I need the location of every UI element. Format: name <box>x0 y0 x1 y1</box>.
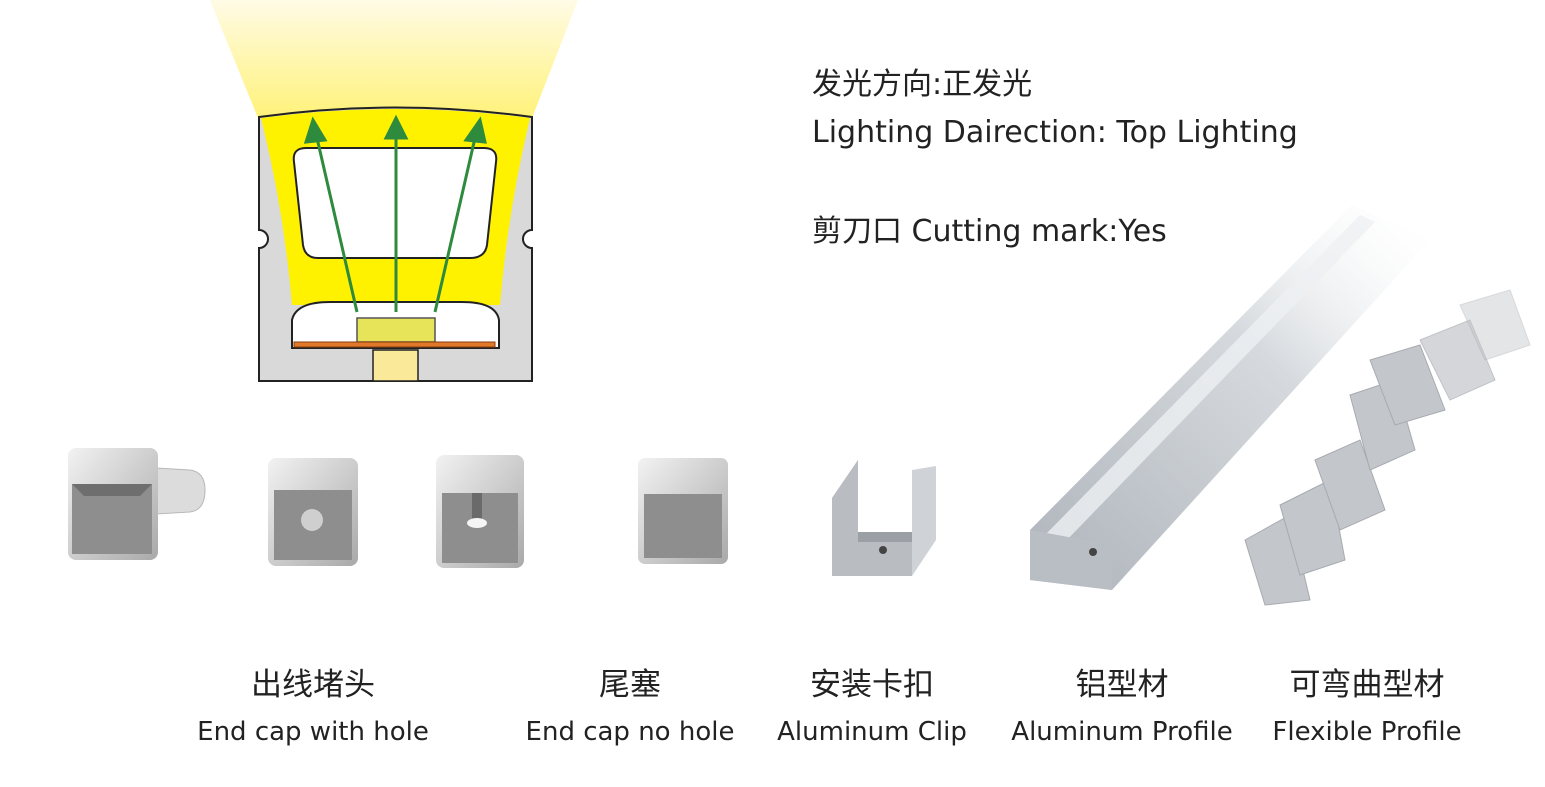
caption-zh-end-cap-with-hole: 出线堵头 <box>251 667 375 703</box>
cutting-mark: 剪刀口 Cutting mark:Yes <box>812 214 1167 249</box>
caption-en-end-cap-with-hole: End cap with hole <box>197 717 429 747</box>
caption-zh-end-cap-no-hole: 尾塞 <box>599 667 661 703</box>
end-cap-slot-image <box>436 455 524 568</box>
caption-en-aluminum-profile: Aluminum Profile <box>1011 717 1233 747</box>
led-chip <box>356 317 436 343</box>
aluminum-clip-image <box>832 460 936 576</box>
flexible-profile-image <box>1244 289 1531 606</box>
light-arrows <box>303 114 487 313</box>
caption-zh-aluminum-clip: 安装卡扣 <box>810 667 934 703</box>
cross-section-diagram <box>210 0 578 382</box>
lighting-direction-zh: 发光方向:正发光 <box>812 67 1033 102</box>
caption-zh-flexible-profile: 可弯曲型材 <box>1289 667 1445 703</box>
lighting-direction-en: Lighting Dairection: Top Lighting <box>812 115 1298 150</box>
bottom-slot <box>372 349 419 382</box>
caption-en-end-cap-no-hole: End cap no hole <box>525 717 735 747</box>
caption-en-aluminum-clip: Aluminum Clip <box>777 717 967 747</box>
caption-en-flexible-profile: Flexible Profile <box>1272 717 1462 747</box>
aluminum-profile-image <box>1030 205 1430 590</box>
pcb-strip <box>293 341 496 348</box>
end-cap-no-hole-image <box>638 458 728 564</box>
end-cap-round-hole-image <box>268 458 358 566</box>
end-cap-with-hole-image <box>68 448 206 560</box>
light-beam <box>210 0 578 118</box>
caption-zh-aluminum-profile: 铝型材 <box>1075 667 1169 703</box>
